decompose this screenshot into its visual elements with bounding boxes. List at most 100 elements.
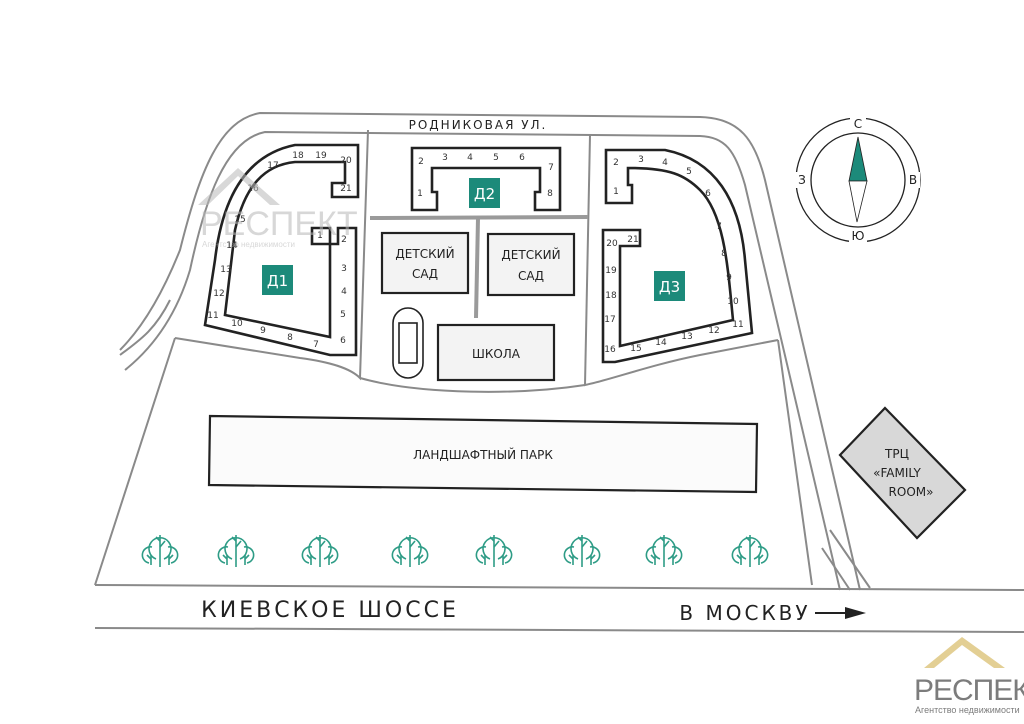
section-number: 8 [547,189,553,199]
park-area-boundary [94,337,813,586]
section-number: 2 [613,158,619,168]
section-number: 15 [234,215,245,225]
building-d2-label: Д2 [474,185,495,203]
compass-w-bg [795,172,809,188]
central-curve [359,377,586,393]
building-d3[interactable]: Д3 1 2 3 4 5 6 7 8 9 10 11 12 13 14 15 1… [601,148,754,364]
section-number: 11 [732,320,743,330]
west-curve-road [119,299,171,356]
section-number: 18 [605,291,617,301]
section-number: 2 [341,235,347,245]
section-number: 3 [638,155,644,165]
kindergarten-1[interactable]: ДЕТСКИЙ САД [380,231,470,295]
section-number: 14 [226,241,238,251]
walkway-horizontal [369,215,589,220]
roads [94,111,1024,633]
section-number: 20 [606,239,618,249]
kindergarten-1-label-line2: САД [412,267,438,281]
street-label-kievskoe: КИЕВСКОЕ ШОССЕ [201,598,459,623]
tree-icon [645,535,683,567]
section-number: 17 [604,315,615,325]
tree-icon [391,535,429,567]
compass-west: З [798,173,806,187]
kindergarten-2[interactable]: ДЕТСКИЙ САД [486,232,576,297]
direction-label-moscow: В МОСКВУ [679,601,810,625]
section-number: 2 [418,157,424,167]
section-number: 4 [341,287,347,297]
section-number: 4 [467,153,473,163]
building-d1-label: Д1 [267,272,288,290]
tree-icon [731,535,769,567]
building-d3-sections: 1 2 3 4 5 6 7 8 9 10 11 12 13 14 15 16 1… [604,155,743,355]
compass: С Ю З В [795,117,921,243]
building-d1-outline [203,143,360,357]
section-number: 10 [231,319,243,329]
walkway-vertical [474,217,480,319]
compass-inner-ring [810,132,906,228]
compass-n-bg [850,117,866,131]
direction-arrow-icon [815,607,866,619]
building-d3-label: Д3 [659,278,680,296]
block-boundary-right [583,134,779,387]
school-label: ШКОЛА [472,347,521,361]
company-logo: РЕСПЕКТ Агентство недвижимости [914,637,1024,715]
watermark: РЕСПЕКТ Агентство недвижимости [198,168,358,249]
section-number: 1 [613,187,619,197]
section-number: 15 [630,344,641,354]
park-area [207,414,759,494]
tree-icon [217,535,255,567]
rodnikovaya-road-inner [124,130,841,591]
section-number: 9 [726,273,732,283]
school[interactable]: ШКОЛА [436,323,556,382]
section-number: 12 [213,289,224,299]
compass-s-bg [849,229,867,243]
highway-top-edge [94,584,1024,591]
kindergarten-2-label-line1: ДЕТСКИЙ [501,247,560,262]
tree-icon [563,535,601,567]
kindergarten-2-label-line2: САД [518,269,544,283]
section-number: 5 [340,310,346,320]
section-number: 4 [662,158,668,168]
landscape-park[interactable]: ЛАНДШАФТНЫЙ ПАРК [207,414,759,494]
building-d2-outline [410,146,562,212]
compass-east: В [909,173,917,187]
tree-icon [301,535,339,567]
section-number: 11 [207,311,218,321]
mall-access-road [821,529,871,591]
section-number: 18 [292,151,304,161]
section-number: 13 [681,332,692,342]
building-d3-outline [601,148,754,364]
section-number: 19 [605,266,617,276]
section-number: 8 [287,333,293,343]
school-building [436,323,556,382]
watermark-name: РЕСПЕКТ [200,205,358,243]
section-number: 6 [340,336,346,346]
section-number: 14 [655,338,667,348]
section-number: 7 [716,222,722,232]
section-number: 10 [727,297,739,307]
building-d1[interactable]: Д1 1 2 3 4 5 6 7 8 9 10 11 12 13 14 15 1… [203,143,360,357]
watermark-roof-icon [198,168,280,205]
compass-south-needle-icon [848,180,868,223]
mall-family-room[interactable]: ТРЦ «FAMILY ROOM» [838,406,967,540]
logo-subtitle: Агентство недвижимости [915,705,1020,715]
building-d2-sections: 1 2 3 4 5 6 7 8 [417,153,554,199]
section-number: 21 [627,235,638,245]
section-number: 3 [341,264,347,274]
building-d2[interactable]: Д2 1 2 3 4 5 6 7 8 [410,146,562,212]
section-number: 13 [220,265,231,275]
tree-icon [475,535,513,567]
section-number: 7 [548,163,554,173]
tree-row [141,535,769,567]
building-d1-badge [262,265,293,295]
stadium[interactable] [392,307,424,379]
section-number: 7 [313,340,319,350]
watermark-subtitle: Агентство недвижимости [202,240,295,249]
mall-building [838,406,967,540]
rodnikovaya-road-outer [119,111,861,591]
kindergarten-1-building [380,231,470,295]
section-number: 5 [493,153,499,163]
compass-e-bg [906,172,920,188]
building-d3-badge [654,271,685,301]
